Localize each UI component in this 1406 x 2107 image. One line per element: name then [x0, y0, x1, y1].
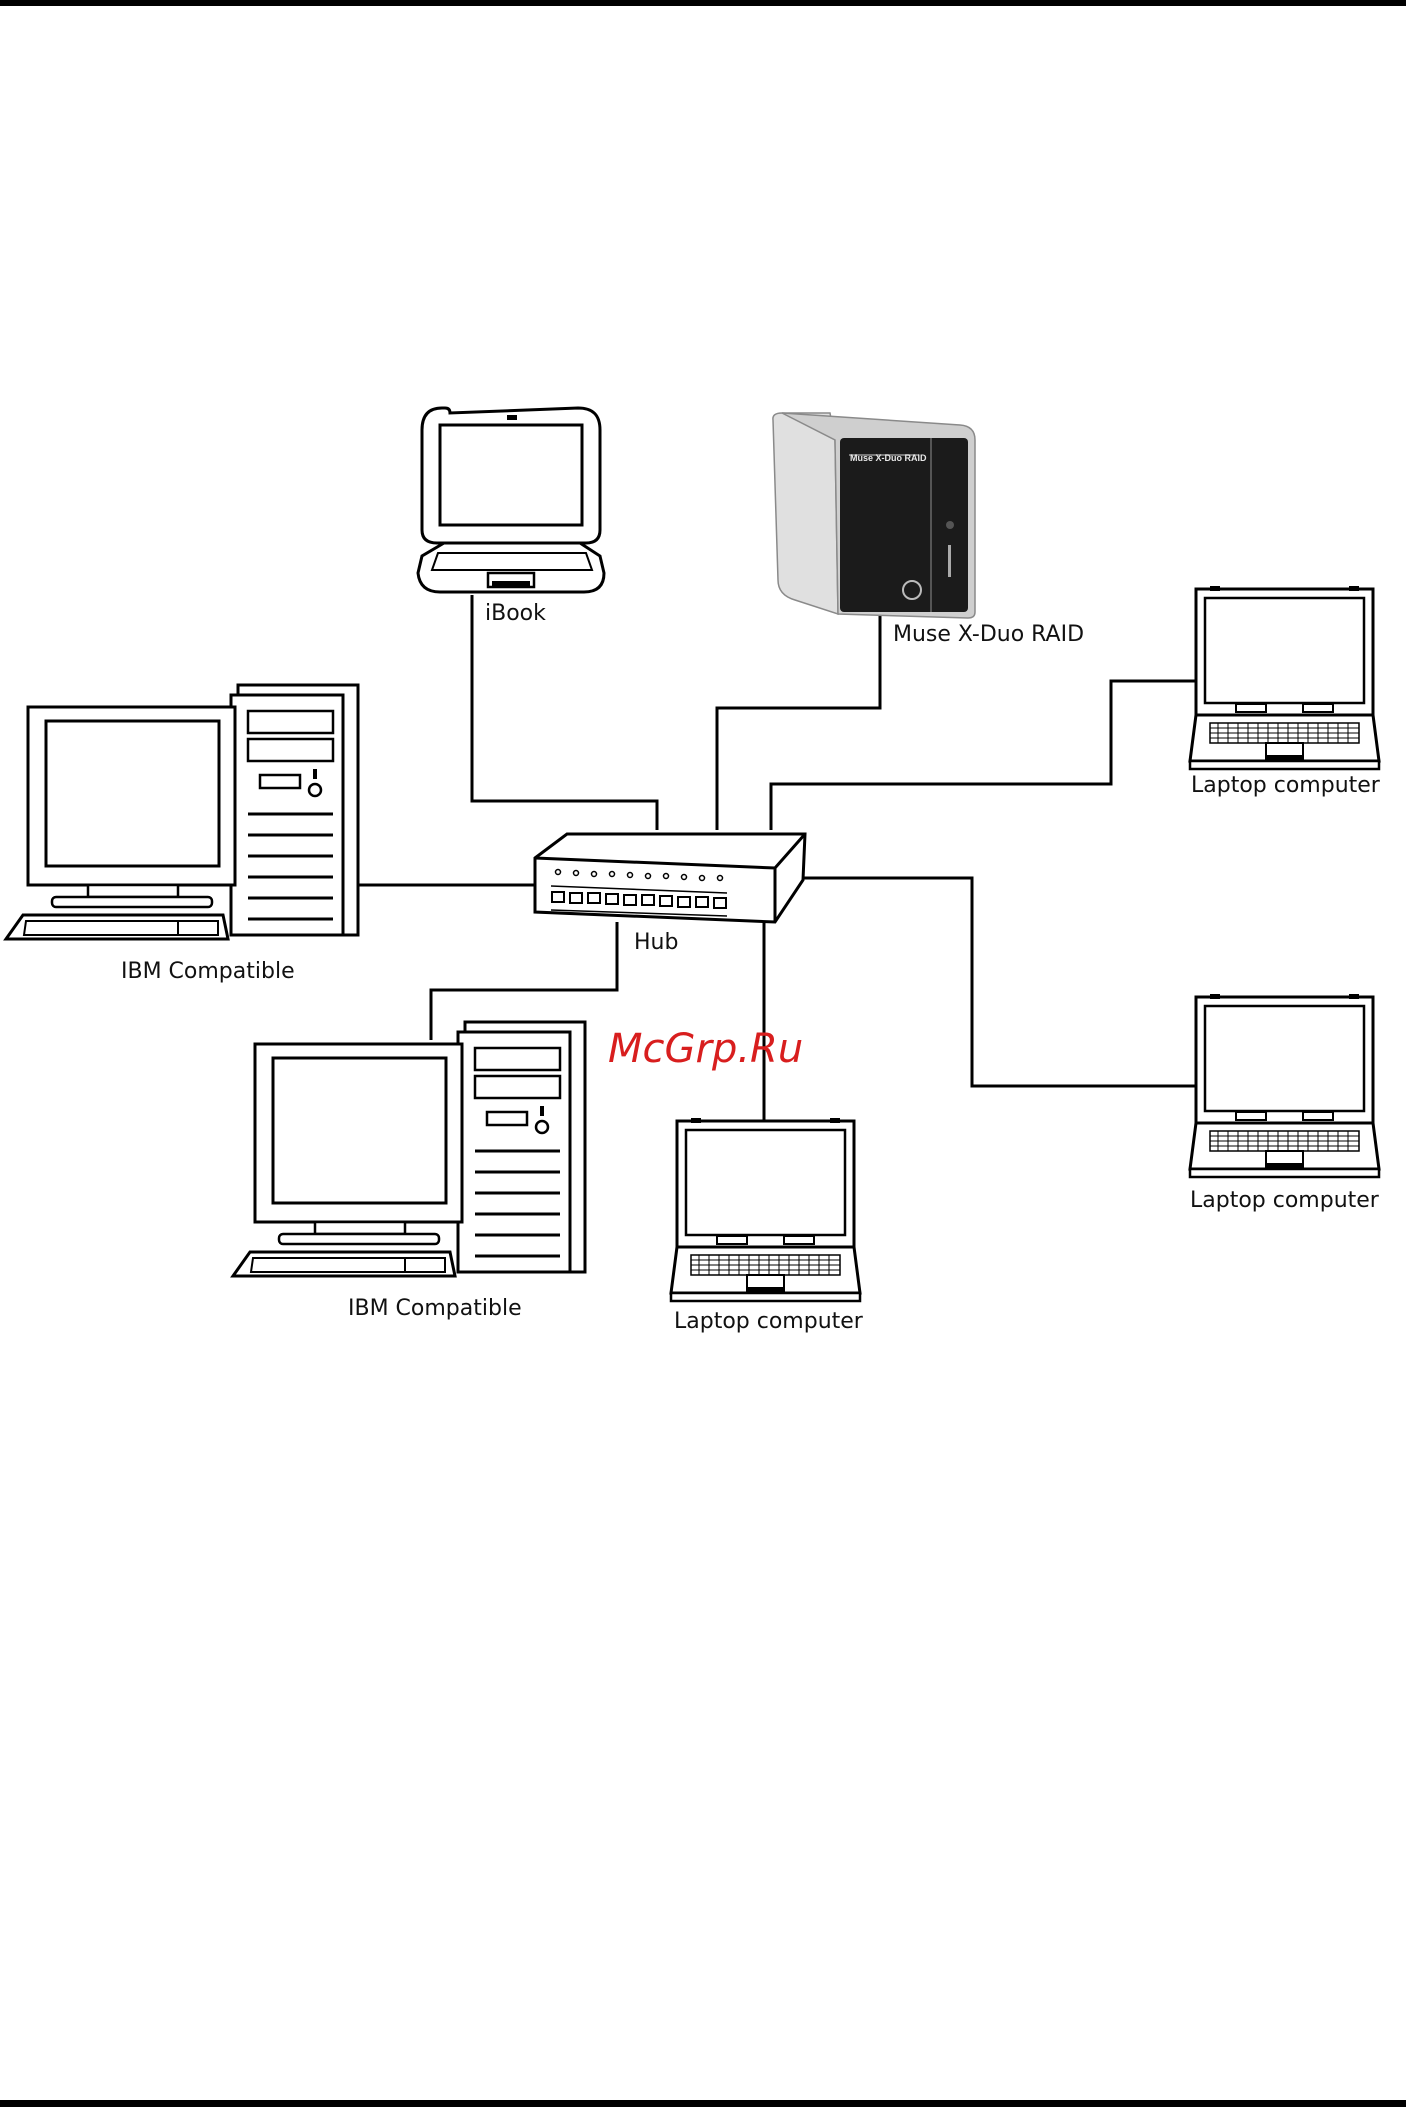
laptop-bottom-icon	[671, 1118, 860, 1301]
label-ibm-compatible-bottom: IBM Compatible	[348, 1296, 522, 1321]
label-laptop-bottom: Laptop computer	[674, 1309, 863, 1334]
ibm-compatible-bottom-icon	[233, 1022, 585, 1276]
hub-icon	[535, 834, 805, 922]
label-ibm-compatible-left: IBM Compatible	[121, 959, 295, 984]
raid-brand-text: Muse X-Duo RAID	[850, 453, 927, 463]
line-ibook-hub	[472, 595, 657, 830]
line-laptop-right-hub	[803, 878, 1196, 1086]
line-raid-hub	[717, 615, 880, 830]
ibm-compatible-left-icon	[6, 685, 358, 939]
watermark-text: McGrp.Ru	[608, 1026, 803, 1072]
label-laptop-top-right: Laptop computer	[1191, 773, 1380, 798]
label-muse-x-duo-raid: Muse X-Duo RAID	[893, 622, 1084, 647]
laptop-top-right-icon	[1190, 586, 1379, 769]
label-hub: Hub	[634, 930, 678, 955]
ibook-icon	[418, 408, 604, 592]
label-ibook: iBook	[485, 601, 546, 626]
raid-device-icon	[773, 413, 975, 618]
laptop-right-icon	[1190, 994, 1379, 1177]
label-laptop-right: Laptop computer	[1190, 1188, 1379, 1213]
line-laptop-topright-hub	[771, 681, 1196, 830]
